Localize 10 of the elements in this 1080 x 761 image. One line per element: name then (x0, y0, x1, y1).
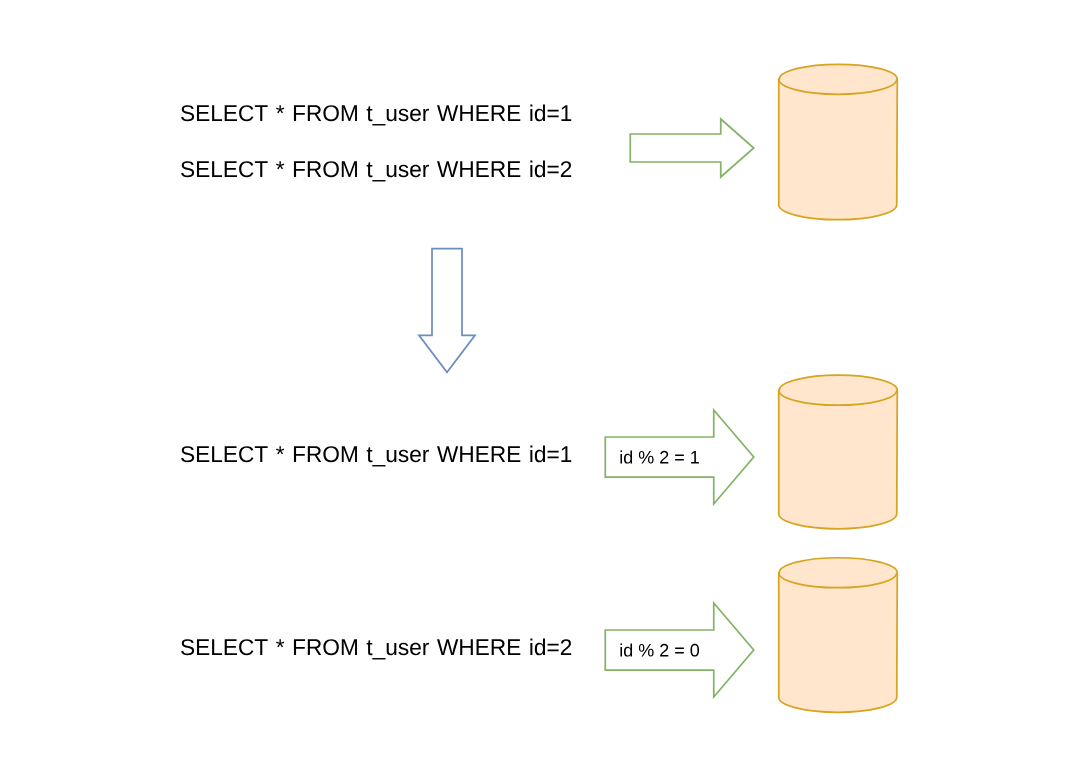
edge-label: id % 2 = 1 (617, 449, 702, 465)
database-cylinder (777, 556, 899, 714)
query-text: SELECT * FROM t_user WHERE id=1 SELECT * FROM t_user WHERE id=2 (181, 104, 572, 182)
database-cylinder (777, 374, 899, 530)
database-cylinder (777, 63, 899, 221)
block-arrow (629, 117, 756, 179)
edge-label: id % 2 = 0 (617, 642, 702, 658)
query-text: SELECT * FROM t_user WHERE id=1 (181, 445, 572, 467)
block-arrow (417, 247, 477, 374)
query-text: SELECT * FROM t_user WHERE id=2 (181, 638, 572, 660)
